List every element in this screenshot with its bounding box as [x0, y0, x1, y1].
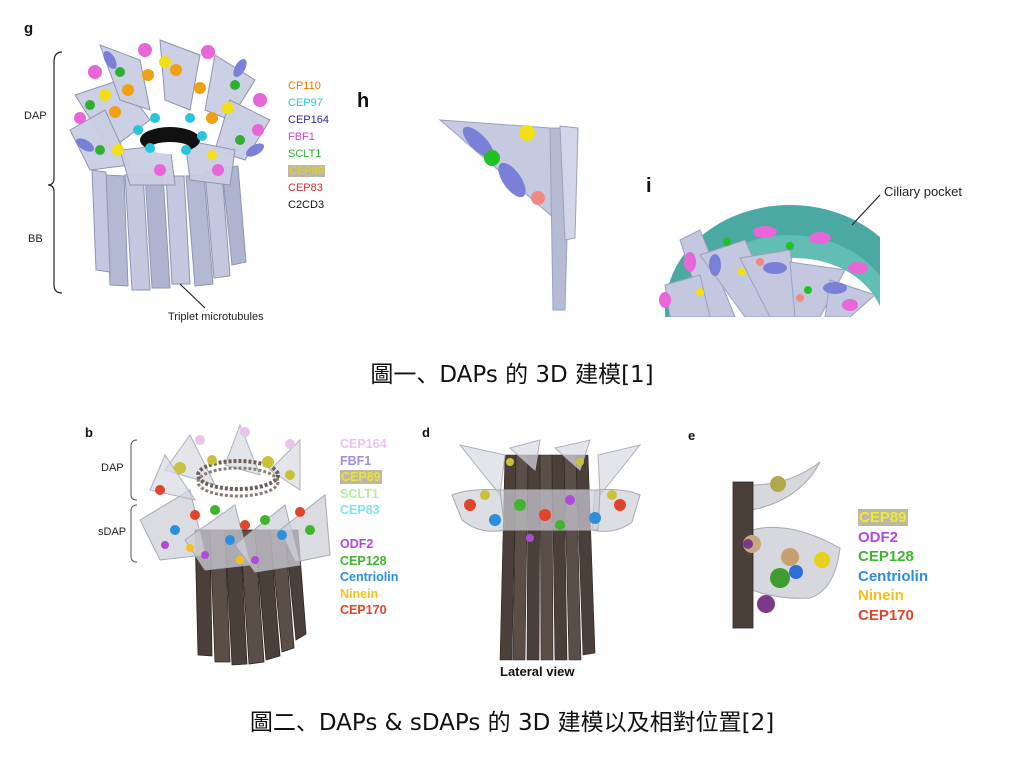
panel-b-letter: b [85, 425, 93, 440]
legend-g-item-cep164: CEP164 [288, 112, 329, 129]
legend-e-label: CEP170 [858, 606, 914, 624]
panel-b-sdap-label: sDAP [98, 526, 127, 538]
legend-g-label: CEP164 [288, 114, 329, 126]
ciliary-pocket-label: Ciliary pocket [884, 184, 963, 199]
legend-b-dap-label: CEP164 [340, 437, 387, 451]
legend-e-label: CEP89 [858, 509, 908, 526]
legend-b-dap-item-cep89: CEP89 [340, 469, 387, 486]
legend-e-item-cep170: CEP170 [858, 606, 928, 626]
legend-g-item-sclt1: SCLT1 [288, 146, 329, 163]
legend-g-label: CP110 [288, 80, 321, 92]
legend-b-sdap-label: CEP170 [340, 603, 387, 617]
legend-b-sdap-label: Ninein [340, 586, 379, 601]
legend-e-item-odf2: ODF2 [858, 528, 928, 548]
legend-e-item-centriolin: Centriolin [858, 567, 928, 587]
legend-g-label: C2CD3 [288, 199, 325, 211]
legend-b-dap-label: FBF1 [340, 453, 372, 468]
figure2-caption: 圖二、DAPs & sDAPs 的 3D 建模以及相對位置[2] [249, 710, 775, 736]
legend-e-label: Centriolin [858, 567, 928, 585]
panel-g-triplet-label: Triplet microtubules [168, 311, 264, 323]
legend-g-item-cep83: CEP83 [288, 180, 329, 197]
legend-b-sdap-label: Centriolin [340, 570, 399, 584]
legend-b-dap-label: SCLT1 [340, 486, 379, 501]
panel-g-bb-label: BB [28, 233, 43, 245]
legend-b-dap-item-fbf1: FBF1 [340, 453, 387, 470]
legend-g-label: FBF1 [288, 131, 315, 143]
legend-b-sdap-label: ODF2 [340, 537, 374, 551]
legend-b-dap-item-sclt1: SCLT1 [340, 486, 387, 503]
legend-b-dap-label: CEP83 [340, 503, 380, 517]
legend-g-label: SCLT1 [288, 148, 322, 160]
legend-e-item-cep89: CEP89 [858, 508, 928, 528]
legend-e-label: CEP128 [858, 548, 914, 565]
legend-b-sdap-item-odf2: ODF2 [340, 536, 398, 553]
panel-b-dap-label: DAP [101, 462, 124, 474]
legend-g-item-fbf1: FBF1 [288, 129, 329, 146]
panel-d-letter: d [422, 425, 430, 440]
panel-i-letter: i [646, 175, 652, 197]
legend-g-label: CEP83 [288, 182, 323, 194]
legend-b-sdap-item-centriolin: Centriolin [340, 569, 398, 586]
legend-g-label: CEP97 [288, 97, 323, 109]
legend-e-label: ODF2 [858, 528, 899, 546]
lateral-view-label: Lateral view [500, 664, 575, 679]
legend-g-item-cp110: CP110 [288, 78, 329, 95]
legend-g-item-cep89: CEP89 [288, 163, 329, 180]
legend-g-item-cep97: CEP97 [288, 95, 329, 112]
legend-b-sdap-item-cep128: CEP128 [340, 553, 398, 570]
panel-e-letter: e [688, 428, 696, 443]
legend-e-item-cep128: CEP128 [858, 547, 928, 567]
legend-e-label: Ninein [858, 587, 904, 604]
legend-g-item-c2cd3: C2CD3 [288, 197, 329, 214]
legend-g-label: CEP89 [288, 165, 325, 177]
legend-e-item-ninein: Ninein [858, 586, 928, 606]
legend-b-dap-item-cep164: CEP164 [340, 436, 387, 453]
panel-g-letter: g [24, 20, 34, 37]
panel-g-dap-label: DAP [24, 110, 47, 122]
legend-b-sdap-item-ninein: Ninein [340, 586, 398, 603]
panel-h-letter: h [357, 90, 370, 112]
figure1-caption: 圖一、DAPs 的 3D 建模[1] [370, 362, 654, 388]
legend-b-sdap-label: CEP128 [340, 553, 387, 568]
legend-b-sdap-item-cep170: CEP170 [340, 602, 398, 619]
legend-b-dap-label: CEP89 [340, 470, 382, 484]
legend-b-dap-item-cep83: CEP83 [340, 502, 387, 519]
